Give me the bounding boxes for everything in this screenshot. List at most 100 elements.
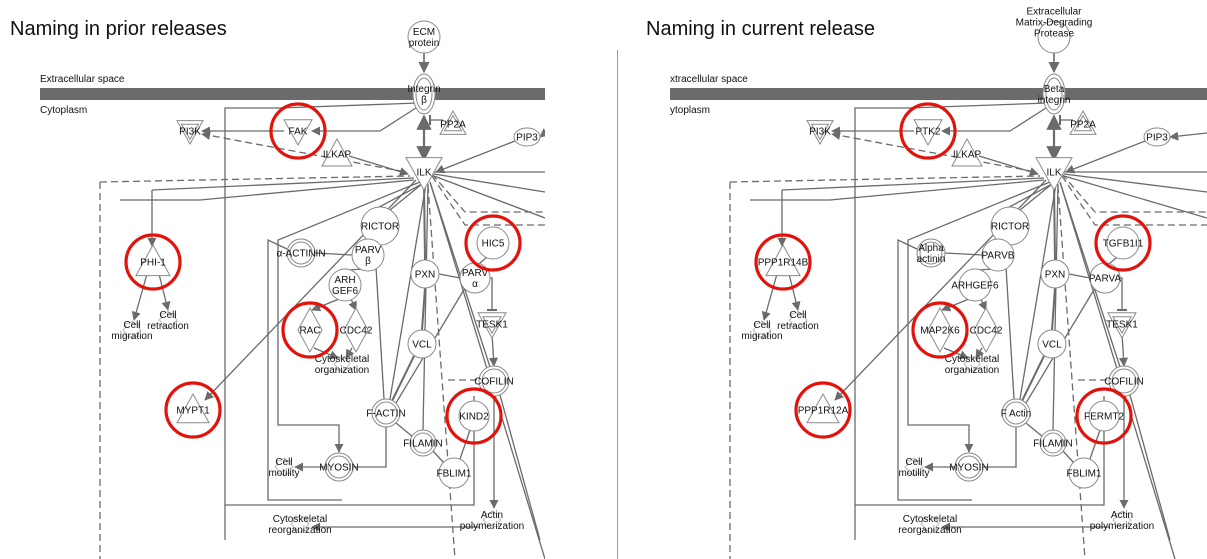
edge-ilk-right3 (433, 175, 545, 219)
node-pxn[interactable]: PXN (1040, 259, 1070, 289)
edge-vcl-factin (1021, 355, 1045, 402)
node-parva[interactable]: PARVA (1089, 262, 1122, 294)
node-arhgef6[interactable]: ARHGEF6 (951, 268, 999, 302)
node-label: ILK (416, 168, 431, 179)
edge-dashed-frame (729, 175, 1041, 183)
node-ilk[interactable]: ILK (405, 157, 443, 192)
highlight-rings (754, 102, 1152, 445)
node-pp2a[interactable]: PP2A (1069, 109, 1097, 135)
node-fblim1[interactable]: FBLIM1 (1066, 457, 1102, 489)
node-pip3[interactable]: PIP3 (1143, 127, 1171, 147)
node-vcl[interactable]: VCL (407, 329, 437, 359)
node-factin[interactable]: F-ACTIN (366, 398, 406, 428)
node-label: MYOSIN (949, 463, 988, 474)
node-tesk1[interactable]: TESK1 (476, 312, 508, 340)
function-gear-icon (333, 355, 351, 373)
node-kind2[interactable]: KIND2 (458, 400, 490, 432)
compartment-label-cytoplasm: Cytoplasm (40, 105, 87, 116)
node-parvb[interactable]: PARVB (981, 238, 1015, 272)
edge-ilk-myosin (277, 181, 421, 453)
node-shape-diamond (343, 306, 369, 354)
edge-dashed-frame (99, 175, 411, 183)
node-label: PXN (415, 270, 436, 281)
edge-ilk-filamin (422, 183, 429, 431)
node-pxn[interactable]: PXN (410, 259, 440, 289)
node-myosin[interactable]: MYOSIN (949, 452, 989, 482)
node-cofilin[interactable]: COFILIN (1104, 365, 1144, 397)
node-pip3[interactable]: PIP3 (513, 127, 541, 147)
node-filamin[interactable]: FILAMIN (403, 429, 443, 457)
node-label: TGFB1I1 (1103, 239, 1144, 250)
node-shape-circle (1040, 259, 1070, 289)
compartment-label-cytoplasm: ytoplasm (670, 105, 710, 116)
node-cdc42[interactable]: CDC42 (970, 306, 1003, 354)
node-hic5[interactable]: HIC5 (476, 226, 510, 260)
highlight-ring-rac (911, 301, 969, 359)
node-label: RAC (299, 326, 320, 337)
node-phi1[interactable]: PHI-1 (135, 243, 171, 277)
edge-arhgef6-cdc42 (348, 298, 357, 311)
node-fak[interactable]: FAK (283, 119, 313, 147)
node-shape-inner (412, 432, 434, 454)
node-kind2[interactable]: FERMT2 (1084, 400, 1124, 432)
node-rac[interactable]: MAP2K6 (920, 306, 960, 354)
node-tesk1[interactable]: TESK1 (1106, 312, 1138, 340)
node-ilkap[interactable]: ILKAP (321, 137, 353, 167)
node-fak[interactable]: PTK2 (913, 119, 943, 147)
node-mypt1[interactable]: PPP1R12A (798, 392, 849, 424)
edge-kind2-frame (225, 431, 475, 506)
node-hic5[interactable]: TGFB1I1 (1103, 226, 1144, 260)
node-phi1[interactable]: PPP1R14B (758, 243, 809, 277)
edge-phi1-migration (761, 273, 778, 321)
node-filamin[interactable]: FILAMIN (1033, 429, 1073, 457)
node-ilk[interactable]: ILK (1035, 157, 1073, 192)
node-pi3k[interactable]: PI3K (806, 120, 834, 146)
edge-pxn-parva (1068, 273, 1091, 279)
node-cofilin[interactable]: COFILIN (474, 365, 514, 397)
edge-parva-hic5 (478, 256, 488, 265)
edge-kind2-fblim1 (1089, 429, 1101, 460)
node-mypt1[interactable]: MYPT1 (176, 392, 210, 424)
highlight-ring-fak (269, 102, 327, 160)
node-ilkap[interactable]: ILKAP (951, 137, 983, 167)
node-rac[interactable]: RAC (297, 306, 323, 354)
node-rictor[interactable]: RICTOR (360, 206, 400, 246)
edge-cdc42-cyto (975, 347, 985, 359)
node-vcl[interactable]: VCL (1037, 329, 1067, 359)
node-label: FBLIM1 (1066, 469, 1101, 480)
node-myosin[interactable]: MYOSIN (319, 452, 359, 482)
node-factin[interactable]: F Actin (1001, 398, 1032, 428)
node-shape-ellipse (1143, 127, 1171, 147)
node-fblim1[interactable]: FBLIM1 (436, 457, 472, 489)
node-actinin[interactable]: α-ACTININ (276, 238, 326, 268)
node-pi3k[interactable]: PI3K (176, 120, 204, 146)
edge-ilk-factin (389, 183, 427, 400)
node-cdc42[interactable]: CDC42 (340, 306, 373, 354)
edge-pi3k-ilk (831, 131, 1037, 173)
node-pp2a[interactable]: PP2A (439, 109, 467, 135)
